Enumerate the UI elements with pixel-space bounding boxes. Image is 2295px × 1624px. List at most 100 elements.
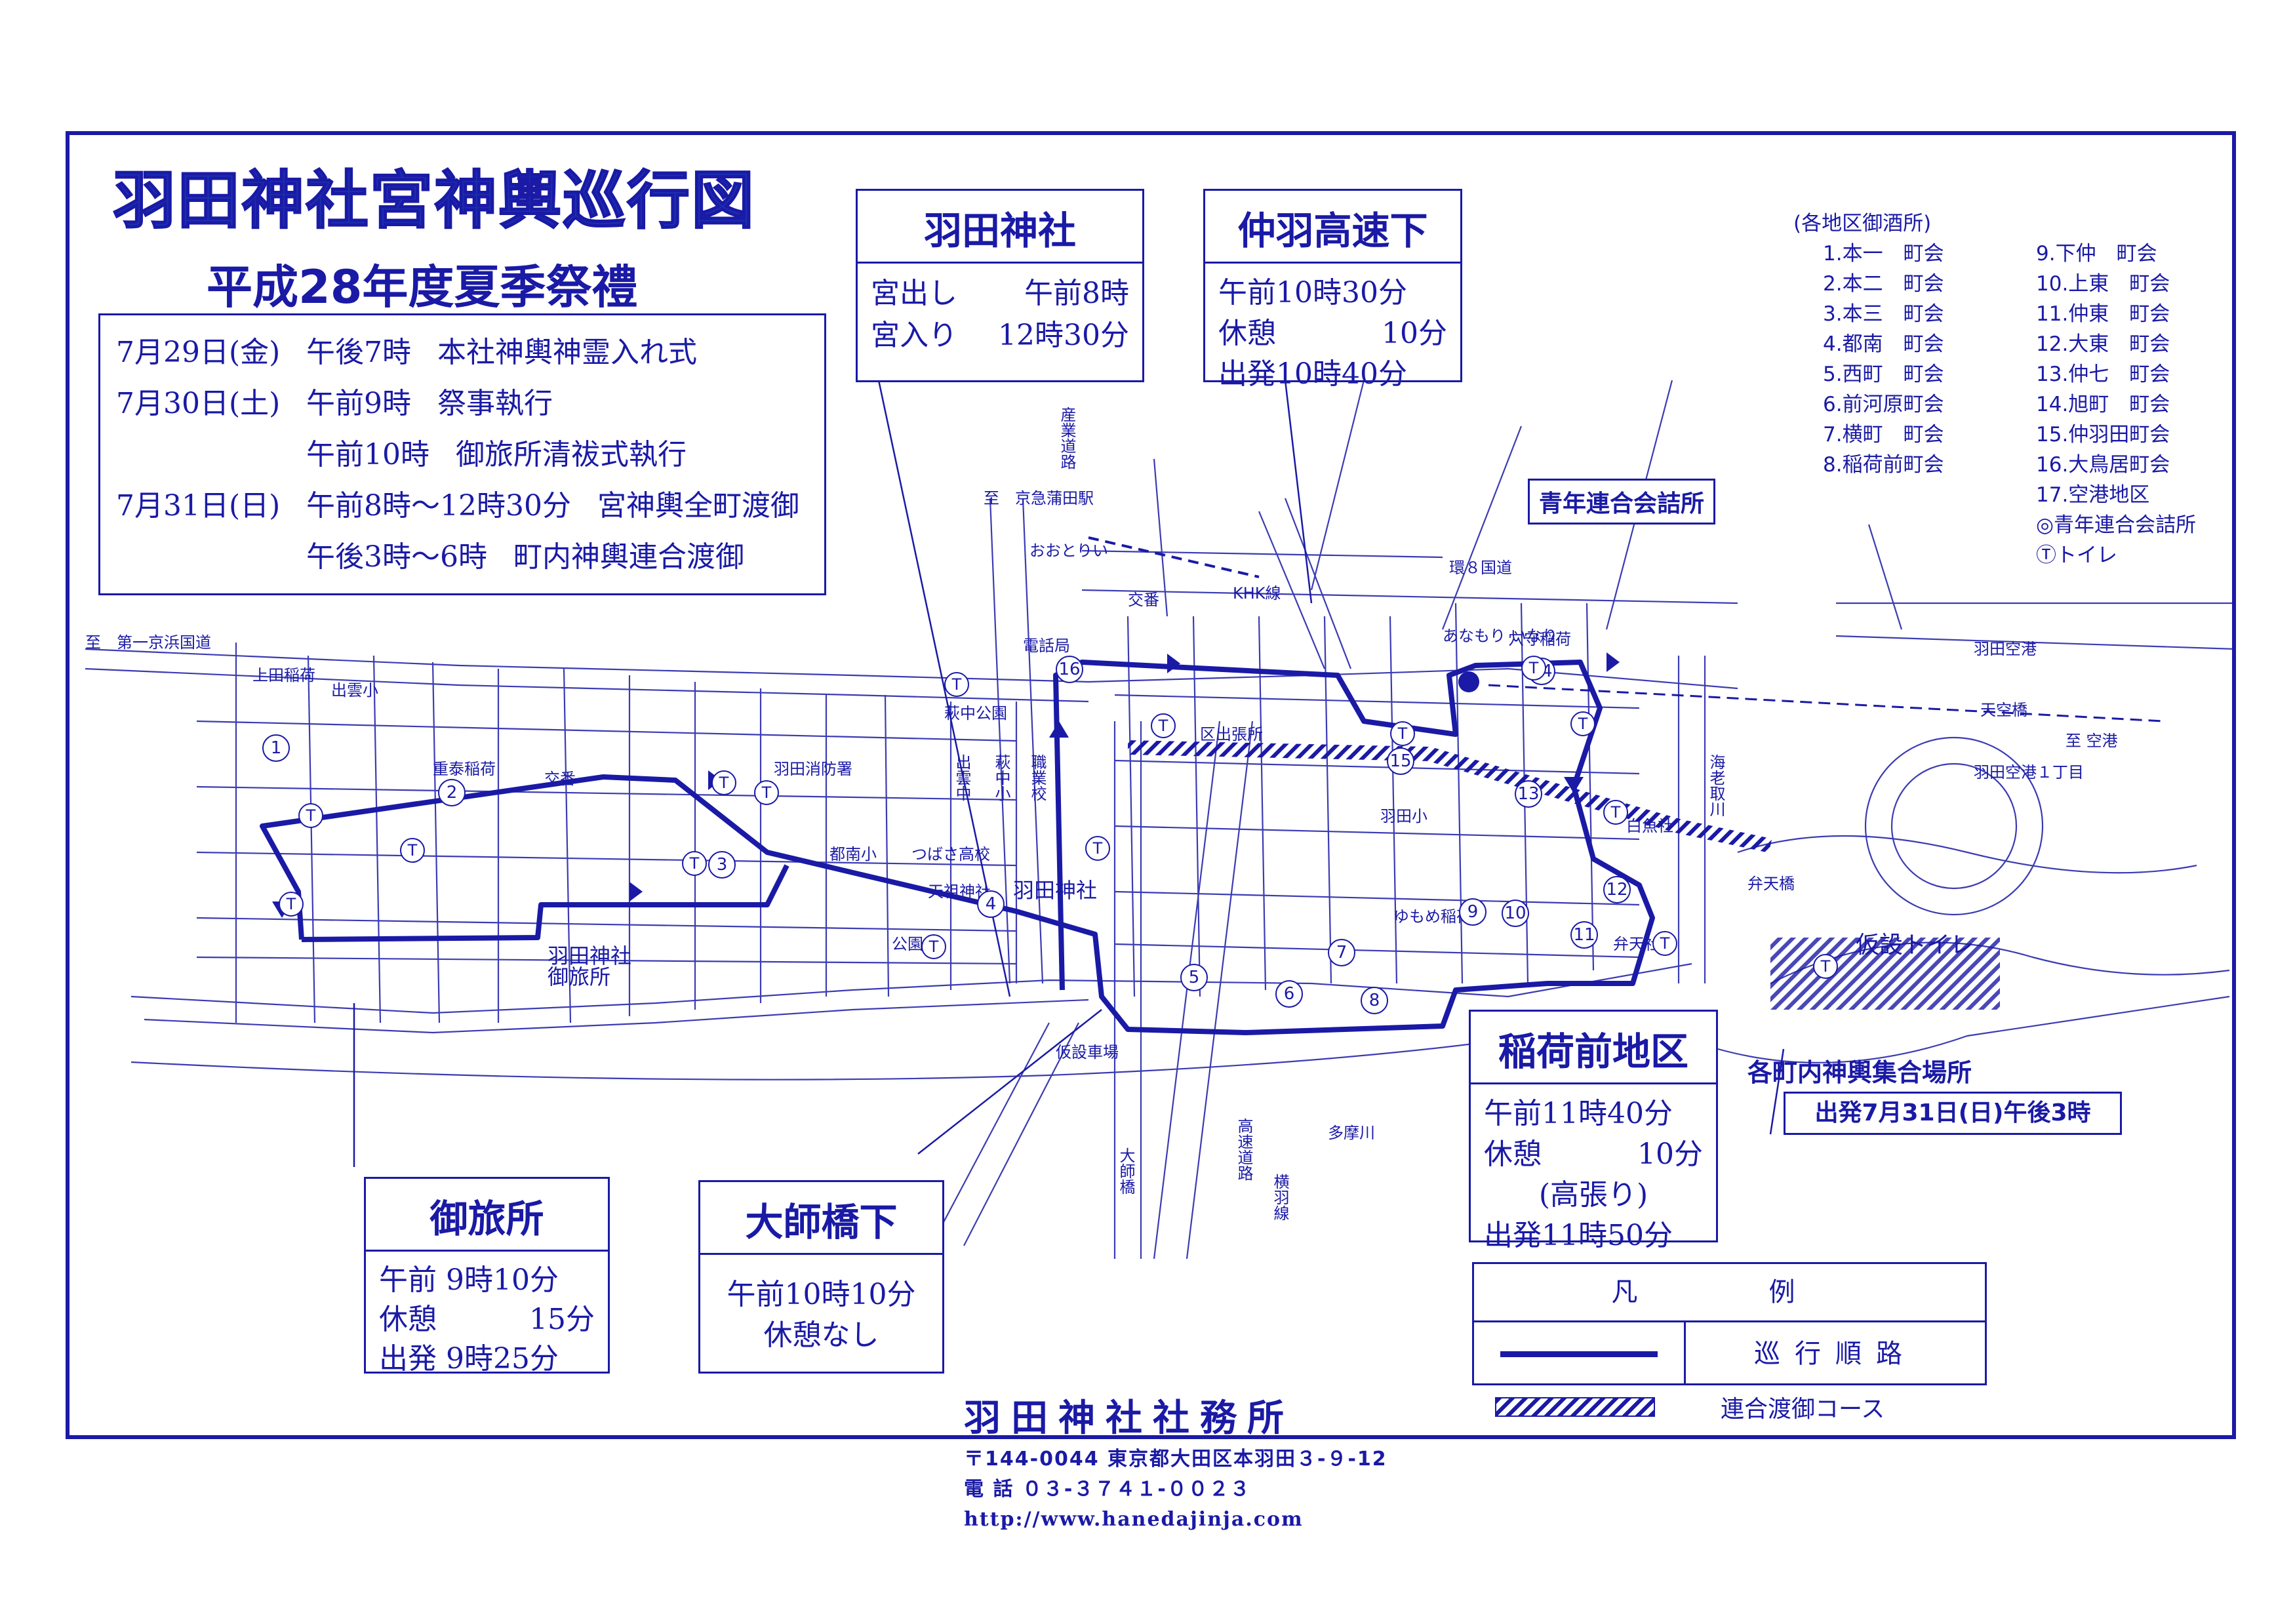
map-label: 羽田神社 xyxy=(1013,878,1098,903)
map-frame xyxy=(66,131,2236,1439)
stop-line-label: 休憩なし xyxy=(763,1318,879,1352)
map-label: 海老取川 xyxy=(1707,754,1725,817)
schedule-event: 祭事執行 xyxy=(437,387,553,420)
page-subtitle: 平成28年度夏季祭禮 xyxy=(207,260,638,314)
map-label: 多摩川 xyxy=(1328,1124,1375,1142)
page-title: 羽田神社宮神輿巡行図 xyxy=(112,163,755,238)
schedule-row: 午後3時〜6時町内神輿連合渡御 xyxy=(116,532,808,583)
legend-title: 凡 例 xyxy=(1474,1264,1985,1322)
map-label: 白魚社 xyxy=(1626,817,1673,835)
district-item: 1.本一 町会 xyxy=(1823,242,1944,266)
map-label: 環８国道 xyxy=(1449,559,1512,577)
district-item: 4.都南 町会 xyxy=(1823,332,1944,356)
districts-title: (各地区御酒所) xyxy=(1793,212,1932,235)
stop-line-label: 午前11時40分 xyxy=(1484,1097,1673,1130)
map-label: 出雲小 xyxy=(331,681,378,700)
map-label: 至 空港 xyxy=(2066,732,2118,750)
district-item: 2.本二 町会 xyxy=(1823,272,1944,296)
district-number: 16 xyxy=(1056,656,1083,683)
footer-org: 羽田神社社務所 xyxy=(964,1397,1294,1440)
map-label: 交番 xyxy=(1128,591,1159,609)
callout-kasetsu: 仮設トイレ xyxy=(1856,932,1974,959)
stop-body: 午前10時10分 休憩なし xyxy=(700,1255,942,1365)
street-grid xyxy=(85,327,2236,1259)
map-label: 穴守稲荷 xyxy=(1508,630,1571,648)
schedule-event: 宮神輿全町渡御 xyxy=(597,489,799,523)
schedule-time: 午後3時〜6時 xyxy=(306,540,487,574)
toilet-icon: T xyxy=(1813,954,1838,979)
schedule-row: 7月31日(日)午前8時〜12時30分宮神輿全町渡御 xyxy=(116,481,808,532)
khk-line xyxy=(1088,536,1260,578)
map-label: 上田稲荷 xyxy=(252,666,315,684)
district-item: 3.本三 町会 xyxy=(1823,302,1944,326)
map-label: 萩中公園 xyxy=(944,704,1007,723)
toilet-icon: T xyxy=(921,934,946,959)
schedule-row: 午前10時御旅所清祓式執行 xyxy=(116,429,808,481)
stop-line-value: 15分 xyxy=(529,1303,595,1336)
footer-url[interactable]: http://www.hanedajinja.com xyxy=(964,1508,1304,1531)
stop-line-value: 12時30分 xyxy=(998,319,1129,352)
stop-title: 仲羽高速下 xyxy=(1205,191,1460,264)
district-item: 5.西町 町会 xyxy=(1823,363,1944,386)
toilet-icon: T xyxy=(1390,721,1415,746)
map-label: 区出張所 xyxy=(1200,725,1263,743)
stop-title: 御旅所 xyxy=(366,1179,608,1252)
district-number: 6 xyxy=(1275,980,1303,1008)
map-label: 萩中小 xyxy=(992,754,1010,801)
district-number: 8 xyxy=(1361,987,1388,1014)
map-label: 都南小 xyxy=(829,845,877,863)
district-item: 11.仲東 町会 xyxy=(2036,302,2170,326)
map-label: 至 京急蒲田駅 xyxy=(984,489,1094,507)
district-number: 9 xyxy=(1459,898,1487,926)
joint-swatch xyxy=(1495,1397,1655,1417)
schedule-date: 7月31日(日) xyxy=(116,489,281,523)
footer: 羽田神社社務所 〒144-0044 東京都大田区本羽田３-９-12 電 話 ０３… xyxy=(964,1389,1387,1532)
district-item: ◎青年連合会詰所 xyxy=(2036,513,2197,537)
map-label: 重泰稲荷 xyxy=(433,760,496,778)
route-swatch xyxy=(1474,1322,1686,1385)
map-label: 至 第一京浜国道 xyxy=(85,633,211,652)
rail-dashed xyxy=(1488,684,2165,723)
district-number: 1 xyxy=(262,734,290,762)
toilet-icon: T xyxy=(944,672,969,697)
district-item: 15.仲羽田町会 xyxy=(2036,423,2170,446)
stop-line-label: 午前 9時10分 xyxy=(379,1263,559,1297)
footer-phone: 電 話 ０３-３７４１-００２３ xyxy=(964,1478,1251,1501)
map-label: 産業道路 xyxy=(1058,406,1076,469)
callout-seinen: 青年連合会詰所 xyxy=(1528,479,1716,525)
schedule-time: 午前9時 xyxy=(306,387,411,420)
legend-row: 巡行順路 xyxy=(1474,1322,1985,1385)
map-label: 弁天橋 xyxy=(1747,875,1795,893)
district-item: Ⓣトイレ xyxy=(2036,544,2117,567)
route-map xyxy=(66,131,2236,1439)
toilet-icon: T xyxy=(279,892,304,917)
map-label: つばさ高校 xyxy=(911,845,990,863)
stop-line-label: 休憩 xyxy=(1484,1138,1542,1171)
toilet-icon: T xyxy=(298,803,323,828)
district-item: 8.稲荷前町会 xyxy=(1823,453,1944,477)
district-number: 11 xyxy=(1570,921,1598,949)
district-item: 10.上東 町会 xyxy=(2036,272,2170,296)
map-label: 大師橋 xyxy=(1117,1147,1135,1195)
schedule-row: 7月29日(金)午後7時本社神輿神霊入れ式 xyxy=(116,327,808,378)
stop-line-label: 休憩 xyxy=(379,1303,437,1336)
toilet-icon: T xyxy=(1603,800,1628,825)
schedule-box: 7月29日(金)午後7時本社神輿神霊入れ式 7月30日(土)午前9時祭事執行 午… xyxy=(98,313,826,595)
toilet-icon: T xyxy=(711,770,736,795)
joint-course xyxy=(1127,740,2000,1010)
legend-route: 巡行順路 xyxy=(1754,1339,1917,1369)
legend-box: 凡 例 巡行順路 xyxy=(1472,1262,1987,1385)
district-item: 17.空港地区 xyxy=(2036,483,2150,507)
schedule-time: 午後7時 xyxy=(306,336,411,369)
map-label: 天空橋 xyxy=(1980,701,2027,719)
district-item: 12.大東 町会 xyxy=(2036,332,2170,356)
stop-line-label: (高張り) xyxy=(1538,1178,1648,1212)
toilet-icon: T xyxy=(1652,931,1677,956)
district-item: 7.横町 町会 xyxy=(1823,423,1944,446)
footer-address: 〒144-0044 東京都大田区本羽田３-９-12 xyxy=(964,1448,1387,1471)
stop-line-label: 出発11時50分 xyxy=(1484,1219,1673,1252)
